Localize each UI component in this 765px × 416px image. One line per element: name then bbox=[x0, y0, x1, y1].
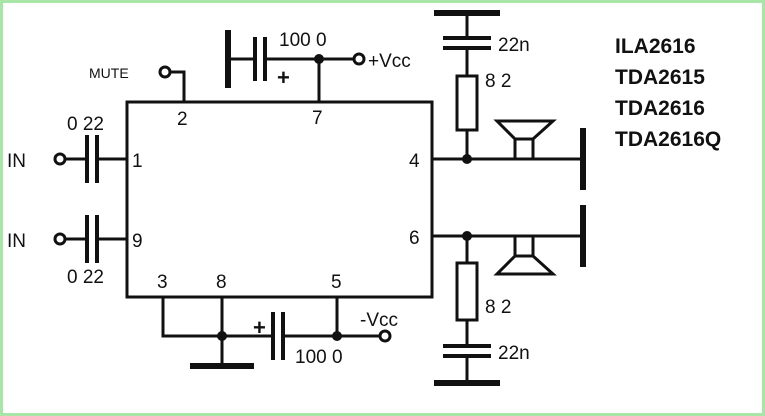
pin-label-gnd3: 3 bbox=[157, 272, 168, 293]
junction-gnd bbox=[217, 331, 227, 341]
in1-terminal bbox=[53, 152, 67, 166]
pin-label-vcc-neg: 5 bbox=[331, 272, 342, 293]
speaker-top-magnet bbox=[513, 137, 535, 161]
part-number: TDA2616 bbox=[615, 97, 705, 120]
supply-bottom-cap-value: 100 0 bbox=[295, 347, 343, 368]
res-top bbox=[455, 74, 479, 132]
junction-out1 bbox=[462, 154, 472, 164]
pin-label-mute: 2 bbox=[177, 109, 188, 130]
pin-label-out2: 6 bbox=[409, 228, 420, 249]
gnd3-wire bbox=[161, 295, 275, 338]
pin-label-in2: 9 bbox=[132, 231, 143, 252]
part-number: ILA2616 bbox=[615, 35, 696, 58]
amplifier-schematic: 2 7 1 9 4 6 3 8 5 MUTE 100 0 + +Vcc IN I… bbox=[7, 10, 721, 386]
supply-bottom-cap-polarity: + bbox=[253, 315, 266, 340]
in-bottom-label: IN bbox=[7, 231, 26, 252]
in-top-label: IN bbox=[7, 151, 26, 172]
junction-vcc-pos bbox=[314, 54, 324, 64]
pin-label-vcc-pos: 7 bbox=[312, 108, 323, 129]
supply-top-cap-value: 100 0 bbox=[279, 30, 327, 51]
part-number: TDA2616Q bbox=[615, 128, 721, 151]
vcc-pos-terminal bbox=[352, 52, 366, 66]
res-bottom-value: 8 2 bbox=[485, 297, 511, 318]
in2-terminal bbox=[53, 232, 67, 246]
zobel-top-cap-value: 22n bbox=[498, 35, 530, 56]
vcc-pos-label: +Vcc bbox=[368, 51, 411, 72]
pin-label-out1: 4 bbox=[409, 151, 420, 172]
vcc-neg-label: -Vcc bbox=[360, 310, 398, 331]
in-bottom-cap-value: 0 22 bbox=[67, 267, 104, 288]
mute-label: MUTE bbox=[89, 65, 129, 81]
part-number: TDA2615 bbox=[615, 66, 705, 89]
zobel-bottom-cap-value: 22n bbox=[498, 343, 530, 364]
mute-wire bbox=[169, 70, 186, 104]
pin-label-in1: 1 bbox=[132, 151, 143, 172]
vcc-neg-terminal bbox=[378, 329, 392, 343]
res-bottom bbox=[455, 261, 479, 322]
junction-out2 bbox=[462, 231, 472, 241]
speaker-bottom-magnet bbox=[513, 234, 535, 258]
pin-label-gnd8: 8 bbox=[216, 272, 227, 293]
junction-vcc-neg bbox=[332, 331, 342, 341]
ic-body bbox=[125, 100, 434, 299]
in-top-cap-value: 0 22 bbox=[67, 114, 104, 135]
mute-terminal bbox=[158, 65, 172, 79]
speaker-bottom-cone bbox=[493, 253, 557, 276]
supply-top-cap-polarity: + bbox=[277, 65, 290, 90]
speaker-top-cone bbox=[493, 119, 557, 142]
res-top-value: 8 2 bbox=[485, 71, 511, 92]
